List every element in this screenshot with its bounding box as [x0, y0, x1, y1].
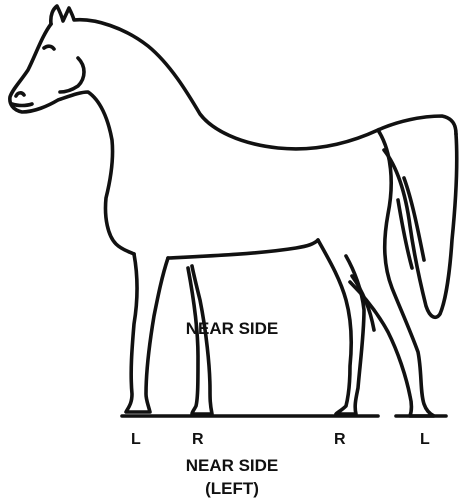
leg-label-hind-right: R: [334, 432, 346, 448]
head-neck-back-outline: [51, 6, 456, 149]
nostril: [16, 93, 24, 96]
front-left-leg: [126, 254, 168, 412]
leg-label-hind-left: L: [420, 432, 430, 448]
leg-label-front-left: L: [131, 432, 141, 448]
mouth: [12, 104, 32, 106]
center-label: NEAR SIDE: [172, 320, 292, 337]
cheek-line: [60, 58, 84, 92]
leg-label-front-right: R: [192, 432, 204, 448]
caption-line-2: (LEFT): [172, 480, 292, 497]
hind-left-leg: [350, 130, 434, 416]
belly-line: [168, 240, 318, 258]
tail: [384, 134, 457, 317]
front-right-leg: [188, 266, 212, 414]
caption-line-1: NEAR SIDE: [172, 457, 292, 474]
hind-right-leg: [318, 240, 364, 414]
eye: [44, 46, 54, 49]
face-throat-outline: [10, 24, 134, 254]
